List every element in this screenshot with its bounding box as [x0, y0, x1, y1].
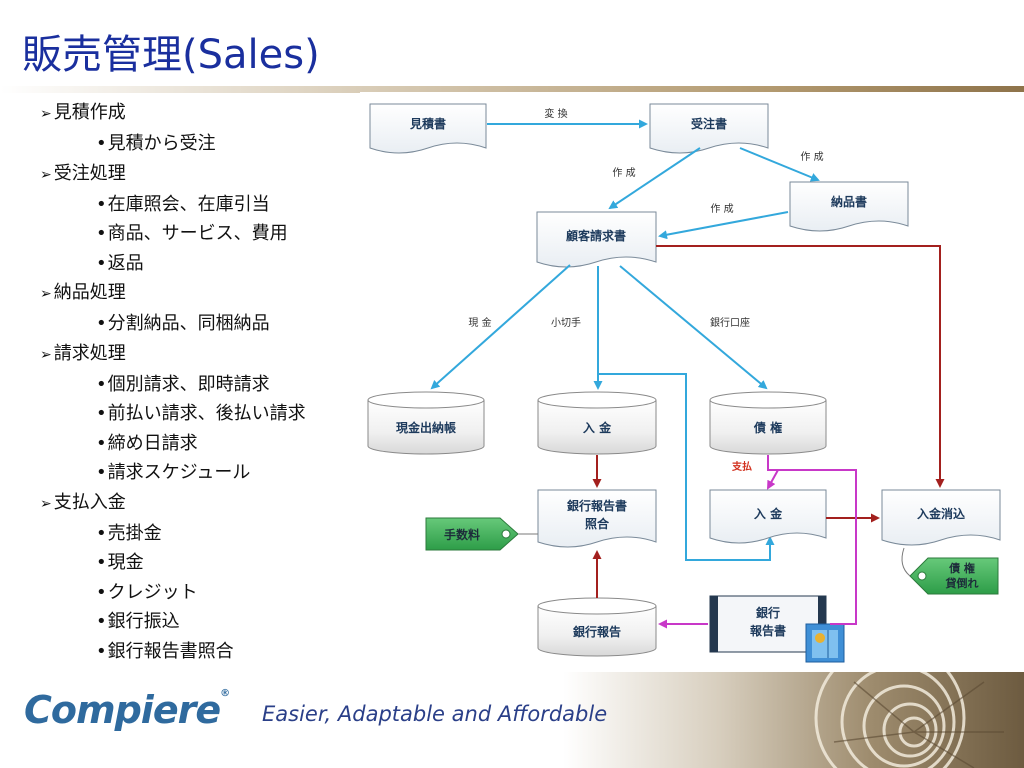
outline-section-estimate: ➢見積作成: [40, 102, 126, 123]
edge-delivery-invoice: [658, 211, 789, 240]
arrow-bullet-icon: ➢: [40, 286, 52, 302]
bullet-dot-icon: •: [96, 640, 107, 662]
node-bank-report-match: 銀行報告書 照合: [537, 489, 657, 548]
node-quote-label: 見積書: [409, 116, 446, 131]
node-quote: 見積書: [369, 103, 487, 154]
bullet-dot-icon: •: [96, 403, 107, 424]
node-bank-report-doc: 銀行 報告書: [709, 595, 845, 663]
tag-bad-debt-line1: 債 権: [948, 561, 975, 575]
node-receipt-doc: 入 金: [709, 489, 827, 544]
outline-item: •請求スケジュール: [96, 462, 251, 483]
node-payment-clear-label: 入金消込: [917, 506, 965, 521]
edge-invoice-clear: [656, 245, 945, 488]
arrow-bullet-icon: ➢: [40, 495, 52, 512]
outline-item: •分割納品、同梱納品: [96, 313, 270, 334]
outline-item: •見積から受注: [96, 133, 216, 154]
outline-item: •商品、サービス、費用: [96, 223, 288, 244]
bullet-dot-icon: •: [96, 581, 107, 603]
tag-hole-icon: [917, 571, 927, 581]
tag-string: [901, 547, 911, 577]
edge-invoice-cashbook: [430, 264, 571, 390]
outline-item: •銀行振込: [96, 611, 180, 632]
footer-tagline: Easier, Adaptable and Affordable: [262, 702, 608, 726]
node-receipt-db: 入 金: [537, 391, 657, 455]
edge-label-cash: 現 金: [468, 316, 491, 329]
node-receipt-db-label: 入 金: [583, 420, 612, 435]
node-bank-report-doc-line1: 銀行: [755, 605, 780, 620]
outline-item: •売掛金: [96, 522, 162, 544]
bullet-dot-icon: •: [96, 133, 107, 154]
edge-payment-receiptdoc: [767, 469, 779, 490]
tag-hole-icon: [501, 529, 511, 539]
outline-section-delivery: ➢納品処理: [40, 282, 126, 303]
outline-item: •銀行報告書照合: [96, 640, 234, 662]
registered-mark: ®: [220, 688, 230, 699]
bank-building-icon: [805, 623, 845, 663]
node-delivery: 納品書: [789, 181, 909, 232]
outline-section-order: ➢受注処理: [40, 162, 126, 184]
bullet-dot-icon: •: [96, 552, 107, 573]
arrow-bullet-icon: ➢: [40, 166, 52, 183]
edge-label-check: 小切手: [551, 316, 581, 329]
node-order-label: 受注書: [691, 116, 727, 131]
edge-label-create3: 作 成: [710, 203, 733, 215]
edge-invoice-receivable: [619, 265, 768, 390]
node-payment-clear: 入金消込: [881, 489, 1001, 546]
node-bank-report-match-line2: 照合: [585, 516, 610, 531]
bullet-dot-icon: •: [96, 432, 107, 454]
outline-item: •クレジット: [96, 581, 198, 603]
outline-section-payment: ➢支払入金: [40, 491, 126, 513]
bullet-dot-icon: •: [96, 462, 107, 483]
outline-item: •前払い請求、後払い請求: [96, 403, 306, 424]
edge-payment-loop: [767, 455, 857, 625]
sales-flow-diagram: 見積書 受注書 納品書 顧客請求書 変 換 作 成 作 成 作 成 現 金 小切…: [360, 92, 1024, 670]
tag-fee: 手数料: [425, 517, 538, 551]
outline-item: •締め日請求: [96, 432, 198, 454]
bullet-dot-icon: •: [96, 313, 107, 334]
arrow-bullet-icon: ➢: [40, 346, 52, 363]
tag-bad-debt: 債 権 貸倒れ: [901, 547, 999, 595]
bullet-dot-icon: •: [96, 193, 107, 215]
node-receipt-doc-label: 入 金: [754, 506, 783, 521]
compiere-logo: Compiere®: [24, 688, 230, 732]
node-bank-report-db: 銀行報告: [537, 597, 657, 657]
nautilus-shell-icon: [814, 672, 1004, 768]
tag-fee-label: 手数料: [444, 527, 480, 542]
node-receivable: 債 権: [709, 391, 827, 455]
edge-label-bank-account: 銀行口座: [710, 316, 750, 329]
node-cashbook-label: 現金出納帳: [396, 420, 456, 435]
node-receivable-label: 債 権: [753, 420, 782, 435]
edge-order-invoice: [608, 147, 701, 210]
edge-label-create1: 作 成: [612, 167, 635, 179]
bullet-dot-icon: •: [96, 252, 107, 274]
node-invoice-label: 顧客請求書: [566, 228, 626, 243]
node-order: 受注書: [649, 103, 769, 154]
slide-title: 販売管理(Sales): [22, 32, 320, 78]
bullet-dot-icon: •: [96, 373, 107, 395]
bullet-dot-icon: •: [96, 223, 107, 244]
outline-item: •返品: [96, 252, 144, 274]
outline-section-invoice: ➢請求処理: [40, 342, 126, 364]
outline-item: •現金: [96, 552, 144, 573]
outline-item: •個別請求、即時請求: [96, 373, 270, 395]
tag-bad-debt-line2: 貸倒れ: [945, 576, 979, 590]
node-bank-report-db-label: 銀行報告: [572, 624, 621, 639]
arrow-bullet-icon: ➢: [40, 106, 52, 122]
node-bank-report-doc-line2: 報告書: [750, 623, 786, 638]
bullet-dot-icon: •: [96, 611, 107, 632]
edge-label-payment: 支払: [731, 460, 752, 473]
title-divider: [0, 86, 1024, 93]
edge-order-delivery: [739, 147, 820, 182]
node-cashbook: 現金出納帳: [367, 391, 485, 455]
edge-check-receiptdoc: [598, 373, 775, 561]
outline-item: •在庫照会、在庫引当: [96, 193, 270, 215]
node-delivery-label: 納品書: [831, 194, 867, 209]
edge-label-convert: 変 換: [544, 107, 567, 120]
outline-list: ➢見積作成 •見積から受注 ➢受注処理 •在庫照会、在庫引当 •商品、サービス、…: [40, 98, 360, 666]
node-bank-report-match-line1: 銀行報告書: [566, 498, 627, 513]
footer-band: [0, 672, 1024, 768]
node-invoice: 顧客請求書: [536, 211, 657, 268]
edge-label-create2: 作 成: [800, 151, 823, 163]
bullet-dot-icon: •: [96, 522, 107, 544]
